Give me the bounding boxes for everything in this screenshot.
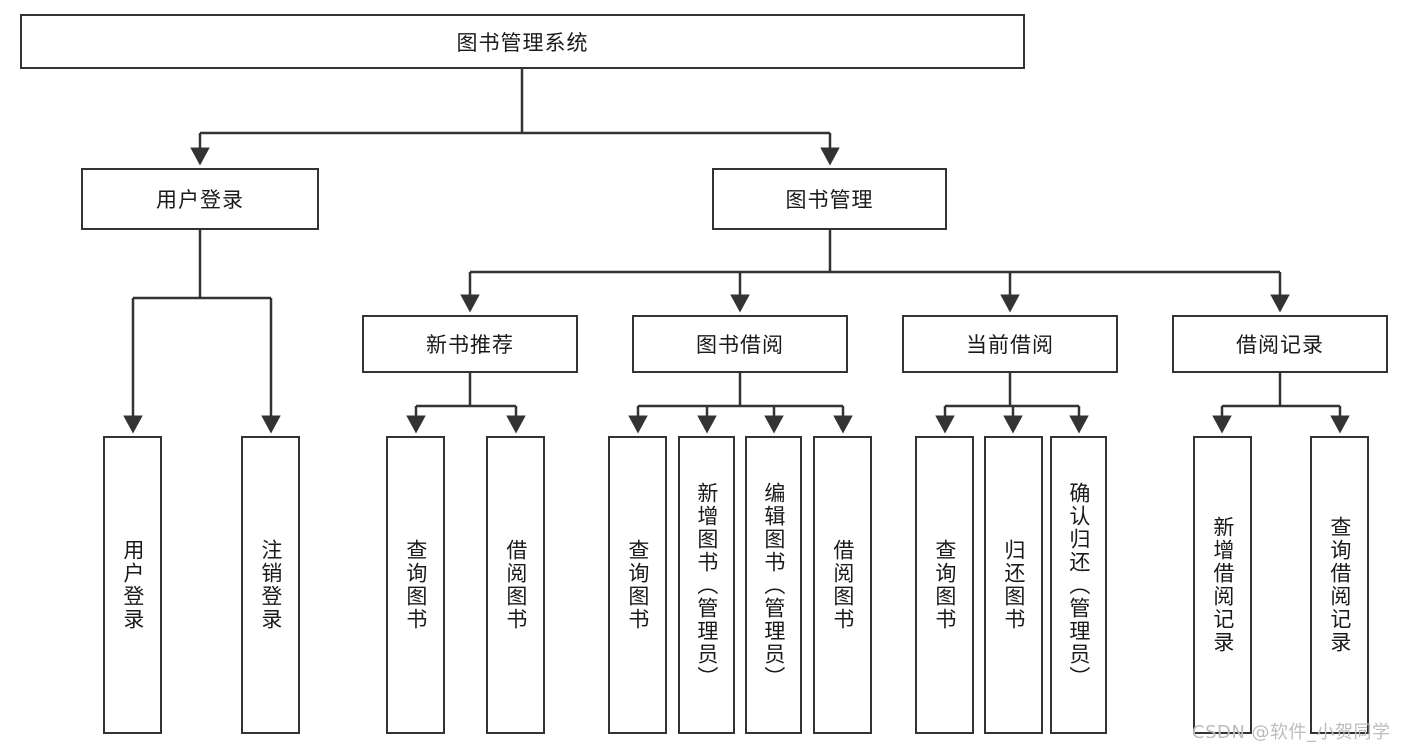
node-leaf-query-book-2-label: 查询图书 xyxy=(625,539,650,631)
node-leaf-query-book-2[interactable]: 查询图书 xyxy=(608,436,667,734)
node-leaf-return-book[interactable]: 归还图书 xyxy=(984,436,1043,734)
node-leaf-edit-book-label: 编辑图书（管理员） xyxy=(761,481,786,689)
node-leaf-query-book-3-label: 查询图书 xyxy=(932,539,957,631)
node-user-login-label: 用户登录 xyxy=(156,188,244,212)
node-leaf-query-book-3[interactable]: 查询图书 xyxy=(915,436,974,734)
node-leaf-confirm-return-label: 确认归还（管理员） xyxy=(1066,481,1091,689)
node-current-borrow-label: 当前借阅 xyxy=(966,333,1054,357)
node-leaf-logout[interactable]: 注销登录 xyxy=(241,436,300,734)
node-leaf-add-book-label: 新增图书（管理员） xyxy=(694,481,719,689)
node-leaf-user-login[interactable]: 用户登录 xyxy=(103,436,162,734)
node-borrow-record-label: 借阅记录 xyxy=(1236,333,1324,357)
node-leaf-query-book-1-label: 查询图书 xyxy=(403,539,428,631)
node-leaf-borrow-book-1-label: 借阅图书 xyxy=(503,539,528,631)
node-leaf-borrow-book-2[interactable]: 借阅图书 xyxy=(813,436,872,734)
node-leaf-borrow-book-2-label: 借阅图书 xyxy=(830,539,855,631)
node-leaf-add-record[interactable]: 新增借阅记录 xyxy=(1193,436,1252,734)
node-root[interactable]: 图书管理系统 xyxy=(20,14,1025,69)
node-book-manage-label: 图书管理 xyxy=(785,188,874,212)
node-leaf-add-record-label: 新增借阅记录 xyxy=(1210,516,1235,654)
node-book-manage[interactable]: 图书管理 xyxy=(712,168,947,230)
node-leaf-add-book[interactable]: 新增图书（管理员） xyxy=(678,436,735,734)
node-current-borrow[interactable]: 当前借阅 xyxy=(902,315,1118,373)
node-book-borrow-label: 图书借阅 xyxy=(696,333,784,357)
node-borrow-record[interactable]: 借阅记录 xyxy=(1172,315,1388,373)
node-root-label: 图书管理系统 xyxy=(456,30,589,55)
node-leaf-user-login-label: 用户登录 xyxy=(120,539,145,631)
node-leaf-query-book-1[interactable]: 查询图书 xyxy=(386,436,445,734)
node-leaf-confirm-return[interactable]: 确认归还（管理员） xyxy=(1050,436,1107,734)
node-leaf-borrow-book-1[interactable]: 借阅图书 xyxy=(486,436,545,734)
node-leaf-logout-label: 注销登录 xyxy=(258,539,283,631)
node-user-login[interactable]: 用户登录 xyxy=(81,168,319,230)
node-new-book-recommend-label: 新书推荐 xyxy=(426,333,514,357)
node-leaf-edit-book[interactable]: 编辑图书（管理员） xyxy=(745,436,802,734)
node-leaf-query-record[interactable]: 查询借阅记录 xyxy=(1310,436,1369,734)
node-leaf-return-book-label: 归还图书 xyxy=(1001,539,1026,631)
node-book-borrow[interactable]: 图书借阅 xyxy=(632,315,848,373)
node-leaf-query-record-label: 查询借阅记录 xyxy=(1327,516,1352,654)
node-new-book-recommend[interactable]: 新书推荐 xyxy=(362,315,578,373)
csdn-watermark: CSDN @软件_小贺同学 xyxy=(1192,722,1391,743)
